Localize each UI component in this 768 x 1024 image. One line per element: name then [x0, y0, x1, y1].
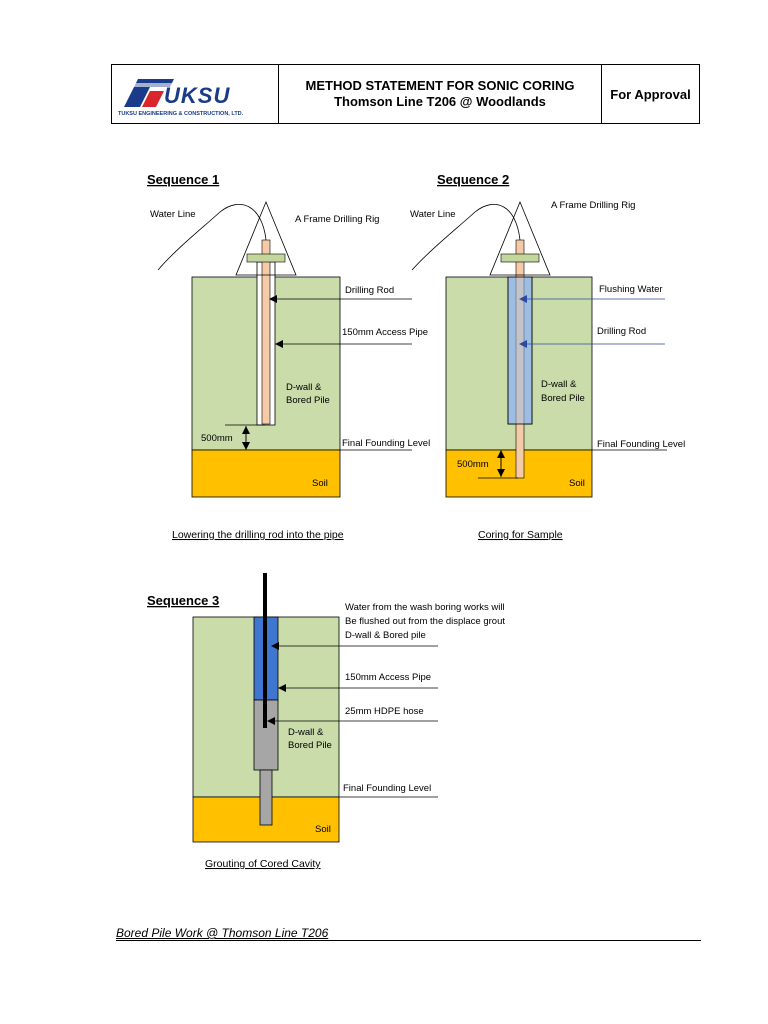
rig-label: A Frame Drilling Rig — [551, 200, 635, 211]
water-line-label: Water Line — [150, 209, 196, 220]
soil-label: Soil — [315, 824, 331, 835]
document-title: METHOD STATEMENT FOR SONIC CORING Thomso… — [279, 65, 602, 123]
sequence-2: Sequence 2 Water Line A Frame Drilling R… — [410, 172, 685, 541]
drilling-rod-label: Drilling Rod — [345, 285, 394, 296]
drilling-rod-label: Drilling Rod — [597, 326, 646, 337]
sequence-1: Sequence 1 Water Line A Frame Drilling R… — [147, 172, 430, 541]
a-frame-rig — [235, 200, 297, 276]
drilling-rod — [261, 239, 271, 425]
founding-label: Final Founding Level — [597, 439, 685, 450]
dwall-label-2: Bored Pile — [286, 395, 330, 406]
sequence-3-title: Sequence 3 — [147, 593, 219, 608]
logo-brand-text: UKSU — [164, 83, 231, 108]
rig-label: A Frame Drilling Rig — [295, 214, 379, 225]
rig-plate — [246, 253, 286, 263]
soil-label: Soil — [312, 478, 328, 489]
note-line-2: Be flushed out from the displace grout — [345, 616, 505, 627]
title-line-1: METHOD STATEMENT FOR SONIC CORING — [305, 78, 575, 93]
founding-label: Final Founding Level — [342, 438, 430, 449]
footer-rule — [116, 940, 701, 941]
soil-layer — [191, 449, 341, 498]
note-line-1: Water from the wash boring works will — [345, 602, 505, 613]
sequence-3-caption: Grouting of Cored Cavity — [205, 858, 321, 870]
note-line-3: D-wall & Bored pile — [345, 630, 426, 641]
access-pipe-label: 150mm Access Pipe — [345, 672, 431, 683]
soil-label: Soil — [569, 478, 585, 489]
sequence-2-title: Sequence 2 — [437, 172, 509, 187]
header-box: UKSU TUKSU ENGINEERING & CONSTRUCTION, L… — [111, 64, 700, 124]
dim-label: 500mm — [201, 433, 233, 444]
sequence-3: Sequence 3 Water from the wash boring wo… — [147, 573, 505, 870]
sequence-1-title: Sequence 1 — [147, 172, 219, 187]
access-pipe-label: 150mm Access Pipe — [342, 327, 428, 338]
dwall-label-2: Bored Pile — [541, 393, 585, 404]
founding-label: Final Founding Level — [343, 783, 431, 794]
a-frame-rig — [489, 200, 551, 276]
dim-label: 500mm — [457, 459, 489, 470]
dwall-label-1: D-wall & — [286, 382, 322, 393]
footer-text: Bored Pile Work @ Thomson Line T206 — [116, 926, 329, 940]
company-name: TUKSU ENGINEERING & CONSTRUCTION, LTD. — [118, 111, 244, 117]
dwall-label-1: D-wall & — [541, 379, 577, 390]
sequence-1-caption: Lowering the drilling rod into the pipe — [172, 529, 344, 541]
company-logo: UKSU TUKSU ENGINEERING & CONSTRUCTION, L… — [112, 65, 279, 123]
approval-status: For Approval — [610, 86, 691, 102]
hdpe-hose — [263, 573, 267, 728]
water-line-hose — [411, 203, 521, 271]
rig-plate — [500, 253, 540, 263]
grout-column — [253, 699, 279, 771]
title-line-2: Thomson Line T206 @ Woodlands — [334, 94, 546, 109]
water-line-hose — [157, 203, 267, 271]
grouted-cavity — [259, 769, 273, 826]
dwall-label-1: D-wall & — [288, 727, 324, 738]
sequence-2-caption: Coring for Sample — [478, 529, 563, 541]
logo-mark-icon — [124, 79, 178, 107]
dwall-label-2: Bored Pile — [288, 740, 332, 751]
hose-label: 25mm HDPE hose — [345, 706, 424, 717]
flushing-label: Flushing Water — [599, 284, 663, 295]
water-line-label: Water Line — [410, 209, 456, 220]
